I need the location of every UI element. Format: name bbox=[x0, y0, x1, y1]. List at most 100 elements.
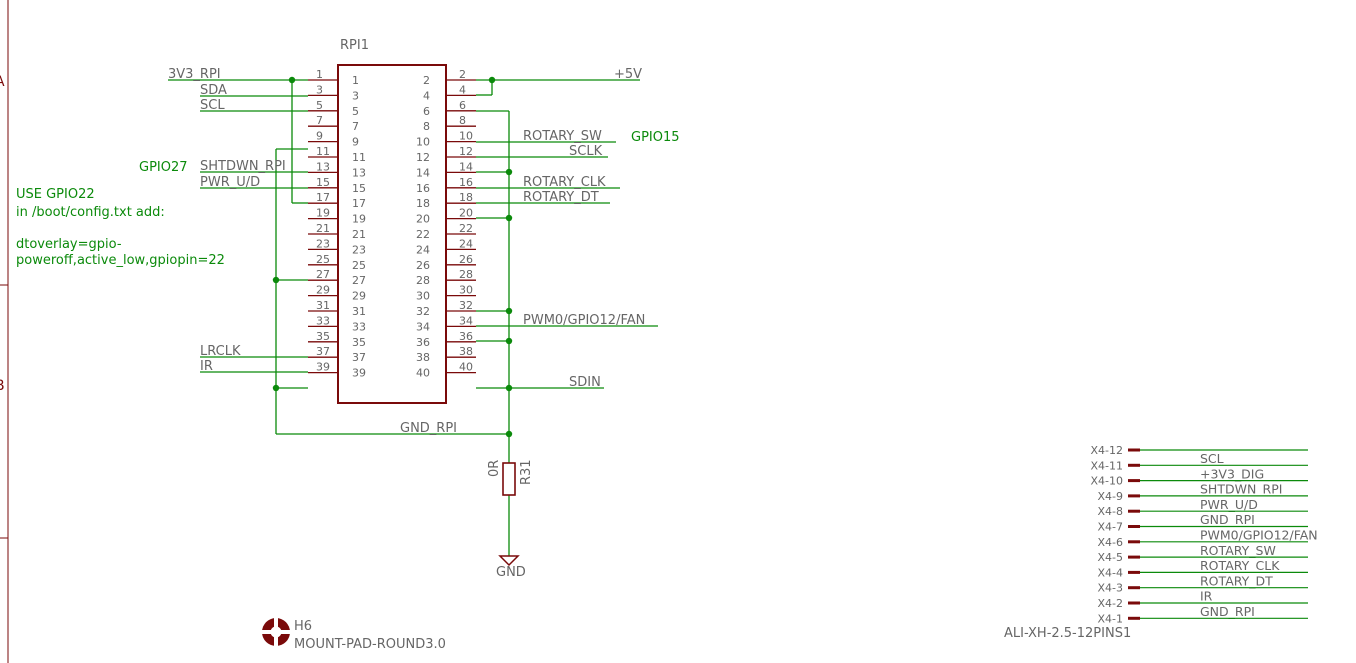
header-pin-label-inside: 33 bbox=[352, 320, 366, 333]
header-pin-label-inside: 21 bbox=[352, 228, 366, 241]
header-pin-number-outside: 35 bbox=[316, 330, 330, 343]
header-pin-label-inside: 15 bbox=[352, 182, 366, 195]
header-pin-number-outside: 11 bbox=[316, 145, 330, 158]
header-pin-number-outside: 34 bbox=[459, 314, 473, 327]
header-pin-number-outside: 4 bbox=[459, 83, 466, 96]
header-pin-label-inside: 6 bbox=[423, 105, 430, 118]
label-pwr-ud: PWR_U/D bbox=[200, 175, 260, 190]
note-line-5: poweroff,active_low,gpiopin=22 bbox=[16, 253, 225, 268]
header-pin-number-outside: 14 bbox=[459, 160, 473, 173]
connector-net-label: ROTARY_SW bbox=[1200, 543, 1276, 558]
connector-net-label: PWR_U/D bbox=[1200, 497, 1258, 512]
header-pin-label-inside: 35 bbox=[352, 336, 366, 349]
connector-pin-label: X4-9 bbox=[1097, 490, 1123, 503]
header-pin-number-outside: 2 bbox=[459, 68, 466, 81]
note-line-2: in /boot/config.txt add: bbox=[16, 205, 165, 220]
connector-pin-label: X4-7 bbox=[1097, 521, 1123, 534]
header-pin-label-inside: 2 bbox=[423, 74, 430, 87]
header-pin-label-inside: 20 bbox=[416, 213, 430, 226]
junction-3v3 bbox=[288, 76, 296, 84]
mount-pad-h6[interactable]: H6 MOUNT-PAD-ROUND3.0 bbox=[262, 618, 446, 652]
header-pin-number-outside: 9 bbox=[316, 130, 323, 143]
header-pin-label-inside: 27 bbox=[352, 274, 366, 287]
connector-net-label: GND_RPI bbox=[1200, 512, 1255, 527]
header-pin-number-outside: 39 bbox=[316, 361, 330, 374]
header-pin-label-inside: 10 bbox=[416, 136, 430, 149]
header-pin-label-inside: 4 bbox=[423, 89, 430, 102]
connector-pin-label: X4-2 bbox=[1097, 597, 1123, 610]
junctions bbox=[272, 76, 513, 438]
resistor-name: R31 bbox=[519, 459, 534, 485]
label-shtdwn-rpi: SHTDWN_RPI bbox=[200, 159, 286, 174]
header-pin-number-outside: 31 bbox=[316, 299, 330, 312]
connector-net-label: +3V3_DIG bbox=[1200, 466, 1264, 481]
label-lrclk: LRCLK bbox=[200, 344, 241, 359]
connector-pin-label: X4-4 bbox=[1097, 566, 1123, 579]
header-pin-number-outside: 10 bbox=[459, 130, 473, 143]
header-pin-label-inside: 23 bbox=[352, 243, 366, 256]
header-pin-number-outside: 38 bbox=[459, 345, 473, 358]
header-pin-number-outside: 25 bbox=[316, 253, 330, 266]
note-line-4: dtoverlay=gpio- bbox=[16, 237, 122, 252]
header-pin-label-inside: 40 bbox=[416, 367, 430, 380]
header-pin-number-outside: 1 bbox=[316, 68, 323, 81]
connector-x4[interactable]: X4-12SCLX4-11+3V3_DIGX4-10SHTDWN_RPIX4-9… bbox=[1004, 444, 1318, 641]
header-pin-number-outside: 30 bbox=[459, 284, 473, 297]
mount-pad-value: MOUNT-PAD-ROUND3.0 bbox=[294, 637, 446, 652]
header-pin-number-outside: 40 bbox=[459, 361, 473, 374]
connector-pin-label: X4-11 bbox=[1090, 459, 1123, 472]
header-pin-label-inside: 11 bbox=[352, 151, 366, 164]
header-pin-label-inside: 22 bbox=[416, 228, 430, 241]
header-pin-number-outside: 22 bbox=[459, 222, 473, 235]
header-pin-label-inside: 8 bbox=[423, 120, 430, 133]
header-pin-number-outside: 29 bbox=[316, 284, 330, 297]
connector-net-label: SCL bbox=[1200, 451, 1224, 466]
sheet-frame: A B bbox=[0, 0, 9, 663]
header-pin-number-outside: 23 bbox=[316, 237, 330, 250]
header-pin-label-inside: 19 bbox=[352, 213, 366, 226]
junction-pin34 bbox=[505, 337, 513, 345]
net-labels: 3V3_RPI SDA SCL SHTDWN_RPI PWR_U/D LRCLK… bbox=[168, 67, 645, 436]
junction-pin39 bbox=[272, 384, 280, 392]
header-pin-label-inside: 24 bbox=[416, 243, 430, 256]
header-pin-number-outside: 32 bbox=[459, 299, 473, 312]
junction-pin20 bbox=[505, 214, 513, 222]
gnd-label: GND bbox=[496, 565, 526, 580]
gnd-symbol[interactable]: GND bbox=[496, 555, 526, 580]
header-pin-label-inside: 38 bbox=[416, 351, 430, 364]
header-pin-number-outside: 28 bbox=[459, 268, 473, 281]
resistor-value: 0R bbox=[487, 460, 502, 477]
connector-pin-label: X4-6 bbox=[1097, 536, 1123, 549]
annotation-gpio15: GPIO15 bbox=[631, 130, 680, 145]
connector-net-label: SHTDWN_RPI bbox=[1200, 482, 1282, 497]
header-part-name: RPI1 bbox=[340, 38, 369, 53]
header-pin-number-outside: 37 bbox=[316, 345, 330, 358]
connector-net-label: ROTARY_CLK bbox=[1200, 558, 1280, 573]
header-pin-label-inside: 3 bbox=[352, 89, 359, 102]
label-rotary-dt: ROTARY_DT bbox=[523, 190, 599, 205]
label-sclk: SCLK bbox=[569, 144, 603, 159]
mount-pad-name: H6 bbox=[294, 619, 312, 634]
junction-5v bbox=[488, 76, 496, 84]
annotation-gpio27: GPIO27 bbox=[139, 160, 188, 175]
connector-pin-label: X4-5 bbox=[1097, 551, 1123, 564]
header-pin-label-inside: 29 bbox=[352, 290, 366, 303]
header-pin-number-outside: 17 bbox=[316, 191, 330, 204]
connector-net-label: IR bbox=[1200, 589, 1213, 604]
header-pin-label-inside: 17 bbox=[352, 197, 366, 210]
header-pin-number-outside: 5 bbox=[316, 99, 323, 112]
connector-pin-label: X4-1 bbox=[1097, 612, 1123, 625]
header-pin-number-outside: 8 bbox=[459, 114, 466, 127]
header-pin-number-outside: 36 bbox=[459, 330, 473, 343]
header-pin-number-outside: 21 bbox=[316, 222, 330, 235]
junction-pin40 bbox=[505, 384, 513, 392]
connector-net-label: GND_RPI bbox=[1200, 604, 1255, 619]
header-pin-label-inside: 34 bbox=[416, 320, 430, 333]
header-pin-number-outside: 24 bbox=[459, 237, 473, 250]
header-pin-label-inside: 36 bbox=[416, 336, 430, 349]
header-pin-number-outside: 12 bbox=[459, 145, 473, 158]
junction-pin30 bbox=[505, 307, 513, 315]
resistor-r31[interactable]: 0R R31 bbox=[487, 459, 534, 496]
